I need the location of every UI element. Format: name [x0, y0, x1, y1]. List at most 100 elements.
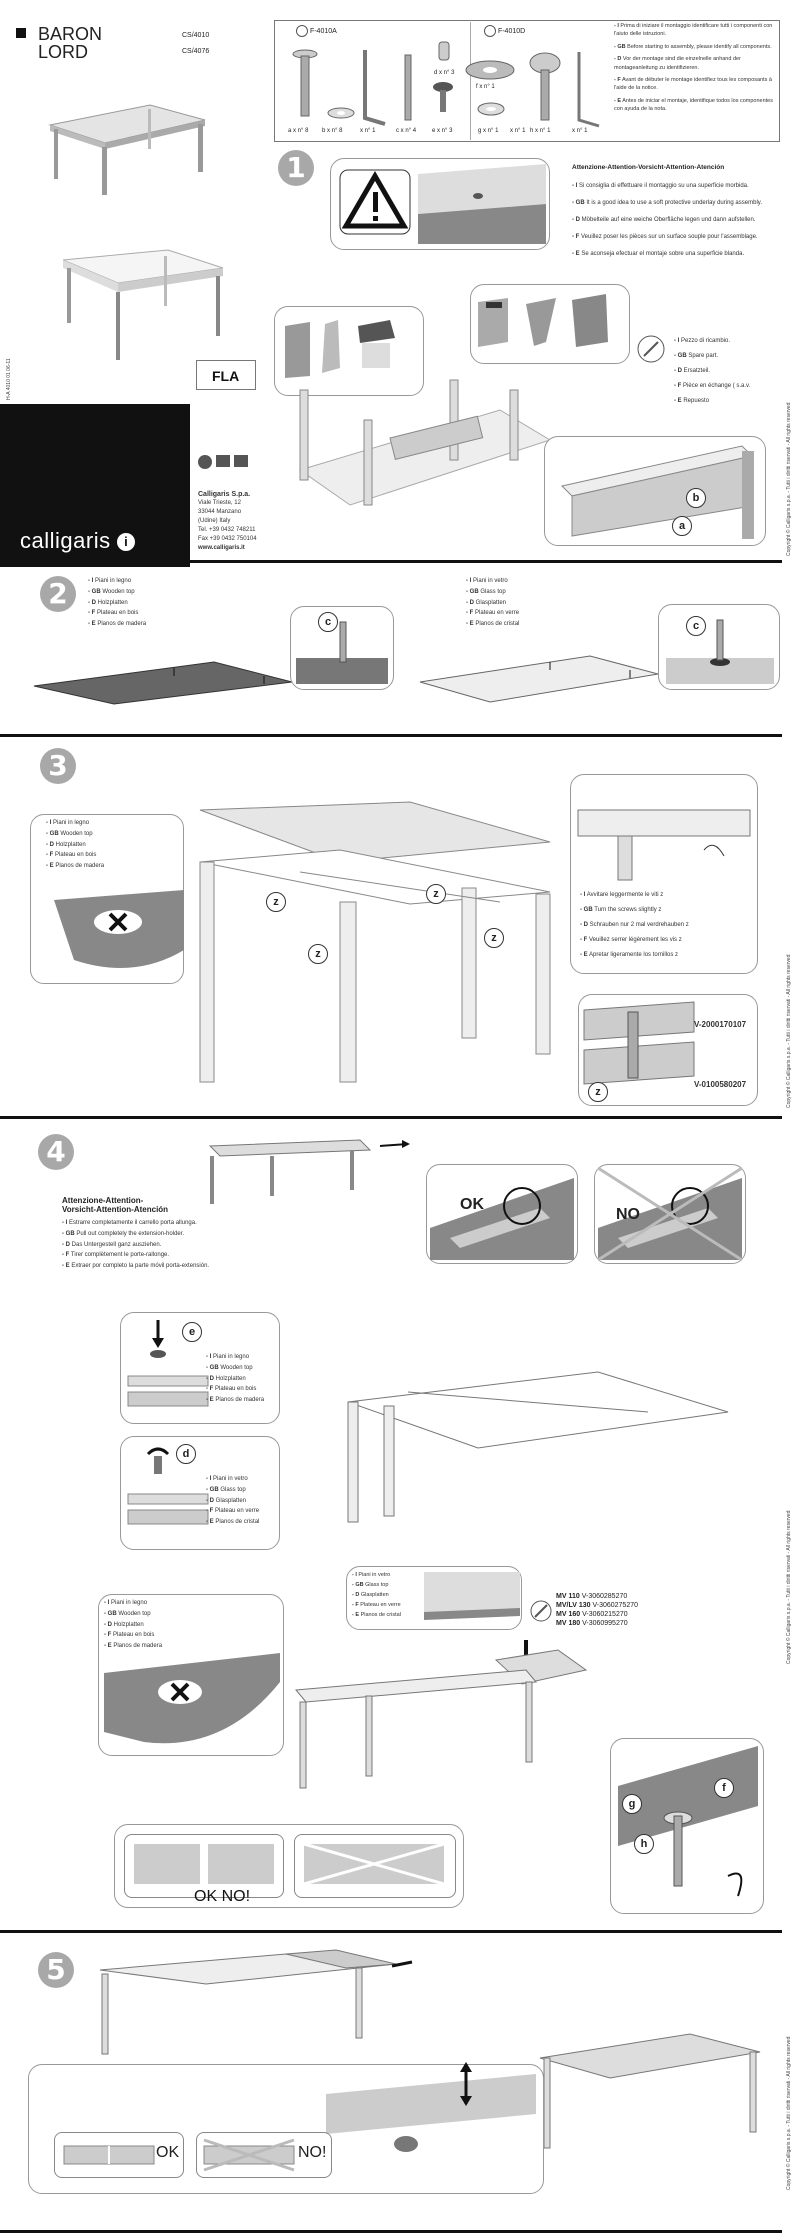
screws-item: - GB Turn the screws slightly z — [580, 907, 662, 913]
upside-down-table-illustration — [298, 379, 552, 506]
cog-icon — [296, 25, 308, 37]
calligaris-logo: calligaris i — [20, 528, 136, 554]
kit-code-1-text: F-4010A — [309, 27, 337, 35]
attention-item-text: Möbelteile auf eine weiche Oberfläche le… — [581, 217, 756, 223]
wood-item-text: Wooden top — [102, 588, 135, 595]
glass-code-model: MV/LV 130 — [556, 1602, 591, 1609]
wood-item: - E Planos de madera — [104, 1643, 163, 1650]
part-b-qty: b x n° 8 — [322, 128, 343, 134]
label-f: f — [714, 1778, 734, 1798]
wood-item: - E Planos de madera — [206, 1397, 265, 1404]
label-z-3: z — [484, 928, 504, 948]
attention-item: - F Veuillez poser les pièces sur un sur… — [572, 234, 758, 240]
label-z-4: z — [308, 944, 328, 964]
spare-item-text: Ersatzteil. — [683, 368, 711, 374]
glass-item: - I Piani in vetro — [352, 1572, 391, 1578]
glass-code-model: MV 110 — [556, 1593, 580, 1600]
pin-d-icon — [438, 41, 450, 61]
company-info: Calligaris S.p.a. Viale Trieste, 12 3304… — [198, 490, 257, 553]
wood-item: - F Plateau en bois — [104, 1632, 155, 1639]
step4-item: - D Das Untergestell ganz ausziehen. — [62, 1241, 162, 1248]
no-panel-illustration — [303, 1842, 445, 1886]
copyright-1: Copyright © Calligaris s.p.a. - Tutti i … — [786, 402, 792, 556]
glass-item-text: Piani in vetro — [473, 578, 508, 584]
bolt-c-icon — [404, 54, 412, 121]
glass-item-text: Plateau en verre — [475, 610, 520, 617]
spare-item: - E Repuesto — [674, 398, 710, 404]
washer-g-icon — [477, 102, 505, 116]
attention-item-text: Si consiglia di effettuare il montaggio … — [579, 183, 749, 189]
wood-list-step4b: - I Piani in legno - GB Wooden top - D H… — [104, 1598, 162, 1652]
screws-item-text: Veuillez serrer légèrement les vis z — [589, 937, 682, 943]
section-divider-5 — [0, 2230, 782, 2233]
label-e: e — [182, 1322, 202, 1342]
section-divider-1 — [0, 560, 782, 563]
attention-item: - E Se aconseja efectuar el montaje sobr… — [572, 251, 745, 257]
attention-item: - I Si consiglia di effettuare il montag… — [572, 183, 749, 189]
step4-list: - I Estrarre completamente il carrello p… — [62, 1218, 209, 1272]
wood-item-text: Holzplatten — [55, 841, 86, 848]
intro-note: - I Prima di iniziare il montaggio ident… — [614, 23, 773, 38]
wood-item-text: Holzplatten — [113, 1621, 144, 1628]
model-name-1: BARON — [38, 24, 103, 44]
glass-item: - GB Glass top — [206, 1486, 246, 1493]
doc-code: H-A 4010 01 06-11 — [6, 358, 12, 400]
leg-caps-illustration-2 — [478, 294, 608, 347]
attention-item: - GB It is a good idea to use a soft pro… — [572, 200, 762, 206]
label-z-1: z — [266, 892, 286, 912]
intro-note-text: Vor der montage sind die einzelnelle anh… — [614, 56, 741, 71]
attention-item-text: It is a good idea to use a soft protecti… — [586, 200, 762, 206]
wood-item: - GB Wooden top — [88, 588, 135, 595]
glass-item-text: Piani in vetro — [358, 1572, 391, 1578]
wood-list-step4a: - I Piani in legno - GB Wooden top - D H… — [206, 1352, 264, 1406]
intro-note-text: Before starting to assembly, please iden… — [627, 43, 772, 50]
intro-note: - D Vor der montage sind die einzelnelle… — [614, 56, 741, 71]
ok-illustration — [430, 1178, 574, 1260]
glass-code-row: MV 110 V-3060285270 — [556, 1592, 638, 1601]
ok-label: OK — [460, 1196, 484, 1213]
no-tool-wood-illustration — [54, 890, 184, 968]
copyright-4: Copyright © Calligaris s.p.a. - Tutti i … — [786, 2036, 792, 2190]
wood-item: - I Piani in legno — [88, 578, 132, 584]
step4-title-1: Attenzione-Attention- — [62, 1196, 144, 1205]
wood-item-text: Wooden top — [220, 1364, 253, 1371]
wood-item: - I Piani in legno — [104, 1600, 148, 1606]
section-divider-2 — [0, 734, 782, 737]
glass-item-text: Plateau en verre — [215, 1508, 260, 1515]
step4-item-text: Tirer complètement le porte-rallonge. — [70, 1252, 170, 1259]
label-a: a — [672, 516, 692, 536]
glass-item: - E Planos de cristal — [466, 621, 520, 628]
spare-part-icon-2 — [530, 1600, 552, 1622]
ok-final-panel — [54, 2132, 184, 2178]
label-c-glass: c — [686, 616, 706, 636]
pin-d-callout — [120, 1436, 280, 1550]
glass-item: - D Glasplatten — [206, 1497, 247, 1504]
kit-code-2: F-4010D — [484, 25, 525, 37]
glass-top-illustration — [419, 655, 659, 703]
spare-item: - F Pièce en échange ( s.a.v. — [674, 383, 751, 389]
wood-list-step2: - I Piani in legno - GB Wooden top - D H… — [88, 576, 146, 630]
model-code-2: CS/4076 — [182, 48, 210, 55]
kit-code-2-text: F-4010D — [497, 27, 526, 35]
wood-item-text: Planos de madera — [215, 1397, 265, 1404]
section-divider-3 — [0, 1116, 782, 1119]
attention-title: Attenzione-Attention-Vorsicht-Attention-… — [572, 164, 725, 171]
part-x3-qty: x n° 1 — [572, 128, 588, 134]
wood-item: - F Plateau en bois — [88, 610, 139, 617]
spare-item-text: Pezzo di ricambio. — [681, 338, 731, 344]
bracket-illustration — [561, 445, 754, 539]
step4-item-text: Estrarre completamente il carrello porta… — [69, 1220, 197, 1226]
allen-key-2-icon — [577, 52, 600, 128]
allen-key-icon — [363, 50, 386, 126]
step-number-4: 4 — [38, 1134, 74, 1170]
cog-icon — [484, 25, 496, 37]
fla-logo — [196, 360, 256, 390]
wood-item-text: Holzplatten — [97, 599, 128, 606]
spare-part-icon — [637, 335, 665, 363]
glass-code-model: MV 160 — [556, 1611, 581, 1618]
label-g: g — [622, 1794, 642, 1814]
glass-item-text: Glasplatten — [215, 1497, 247, 1504]
glass-item-text: Planos de cristal — [475, 621, 520, 628]
wood-item-text: Piani in legno — [53, 820, 90, 826]
brand-block — [0, 404, 190, 567]
